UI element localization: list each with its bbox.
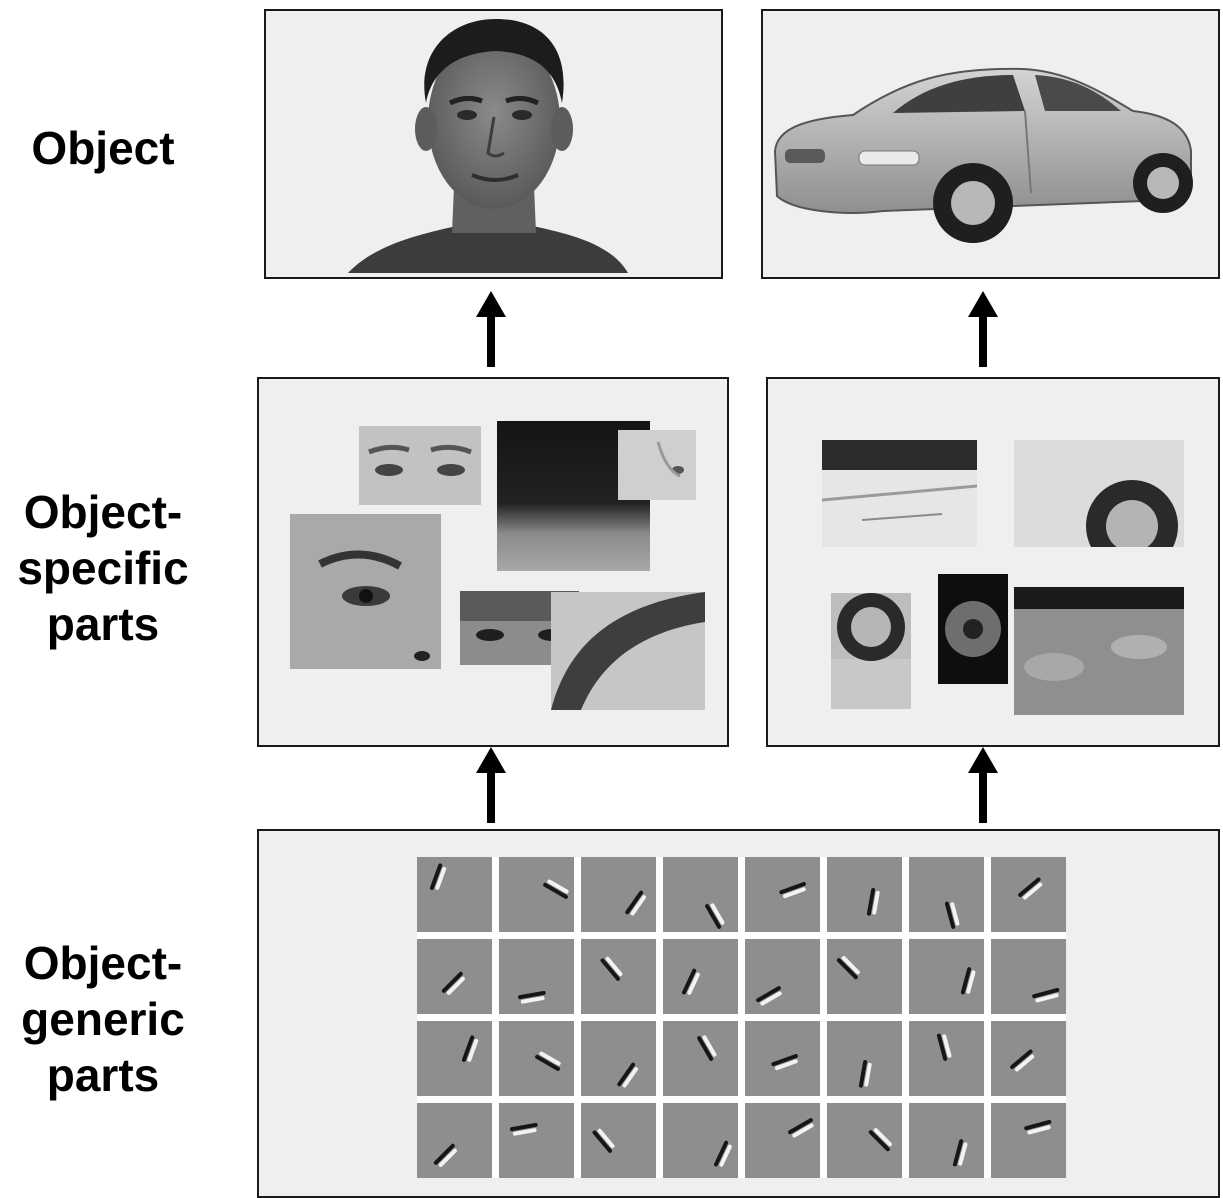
face-part-eyes: [359, 426, 481, 505]
car-image: [773, 67, 1193, 243]
gabor-filter-tile: [991, 857, 1066, 932]
arrow-up-car-middle: [968, 747, 998, 823]
gabor-filter-tile: [417, 1021, 492, 1096]
gabor-filter-tile: [827, 1103, 902, 1178]
gabor-filter-tile: [499, 939, 574, 1014]
gabor-filter-tile: [417, 1103, 492, 1178]
gabor-filter-tile: [745, 1103, 820, 1178]
car-parts-panel: [766, 377, 1220, 747]
gabor-filter-grid: [417, 857, 1066, 1178]
row-label-object: Object: [31, 122, 175, 174]
gabor-filter-tile: [909, 1103, 984, 1178]
gabor-filter-tile: [581, 1021, 656, 1096]
arrow-up-face-top: [476, 291, 506, 367]
car-part-door: [822, 440, 977, 547]
face-part-nose: [618, 430, 696, 500]
gabor-filter-tile: [581, 939, 656, 1014]
gabor-filter-tile: [991, 1103, 1066, 1178]
gabor-filter-tile: [909, 939, 984, 1014]
gabor-filter-tile: [663, 857, 738, 932]
gabor-filter-tile: [417, 939, 492, 1014]
generic-parts-panel: [257, 829, 1220, 1198]
arrow-up-car-top: [968, 291, 998, 367]
face-image: [348, 19, 628, 273]
gabor-filter-tile: [745, 1021, 820, 1096]
face-parts-panel: [257, 377, 729, 747]
gabor-filter-tile: [827, 1021, 902, 1096]
arrow-up-face-middle: [476, 747, 506, 823]
gabor-filter-tile: [663, 1103, 738, 1178]
gabor-filter-tile: [745, 939, 820, 1014]
face-part-left-eye: [290, 514, 441, 669]
face-part-forehead-hair: [551, 592, 705, 710]
car-part-wheel-side: [1014, 440, 1184, 547]
row-label-object-specific-parts: Object- specific parts: [17, 486, 189, 650]
row-label-object-generic-parts: Object- generic parts: [21, 937, 185, 1101]
car-part-wheel: [831, 593, 911, 709]
gabor-filter-tile: [827, 939, 902, 1014]
gabor-filter-tile: [499, 1021, 574, 1096]
gabor-filter-tile: [745, 857, 820, 932]
gabor-filter-tile: [827, 857, 902, 932]
gabor-filter-tile: [499, 857, 574, 932]
car-part-road: [1014, 587, 1184, 715]
gabor-filter-tile: [663, 939, 738, 1014]
gabor-filter-tile: [991, 939, 1066, 1014]
car-object-panel: [761, 9, 1220, 279]
gabor-filter-tile: [663, 1021, 738, 1096]
gabor-filter-tile: [909, 857, 984, 932]
gabor-filter-tile: [581, 1103, 656, 1178]
car-part-wheel-dark: [938, 574, 1008, 684]
gabor-filter-tile: [417, 857, 492, 932]
gabor-filter-tile: [991, 1021, 1066, 1096]
gabor-filter-tile: [909, 1021, 984, 1096]
gabor-filter-tile: [581, 857, 656, 932]
gabor-filter-tile: [499, 1103, 574, 1178]
face-object-panel: [264, 9, 723, 279]
